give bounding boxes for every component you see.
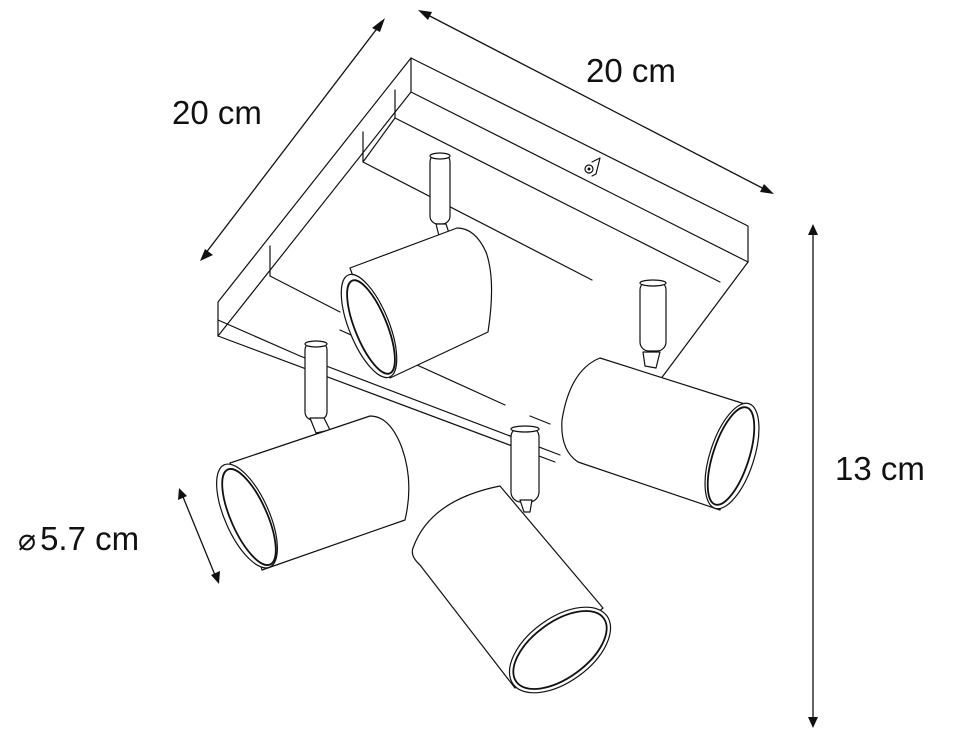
spotlight-front [411, 425, 612, 694]
diameter-value: 5.7 cm [40, 520, 140, 557]
height-label: 13 cm [835, 452, 925, 485]
height-dimension-line [808, 224, 818, 728]
spotlight-back [340, 152, 493, 379]
width-dimension-line [418, 10, 774, 194]
diameter-dimension-line [178, 488, 220, 584]
depth-dimension-line [200, 18, 385, 261]
spotlight-right [561, 279, 760, 511]
spotlight-left [216, 340, 410, 571]
depth-value: 20 cm [172, 94, 262, 131]
height-value: 13 cm [835, 450, 925, 487]
depth-label: 20 cm [172, 96, 262, 129]
width-value: 20 cm [586, 52, 676, 89]
width-label: 20 cm [586, 54, 676, 87]
mounting-screw-icon [584, 157, 601, 177]
ceiling-plate [217, 57, 749, 463]
diameter-icon: ⌀ [18, 524, 37, 557]
diameter-label: ⌀5.7 cm [18, 522, 139, 556]
